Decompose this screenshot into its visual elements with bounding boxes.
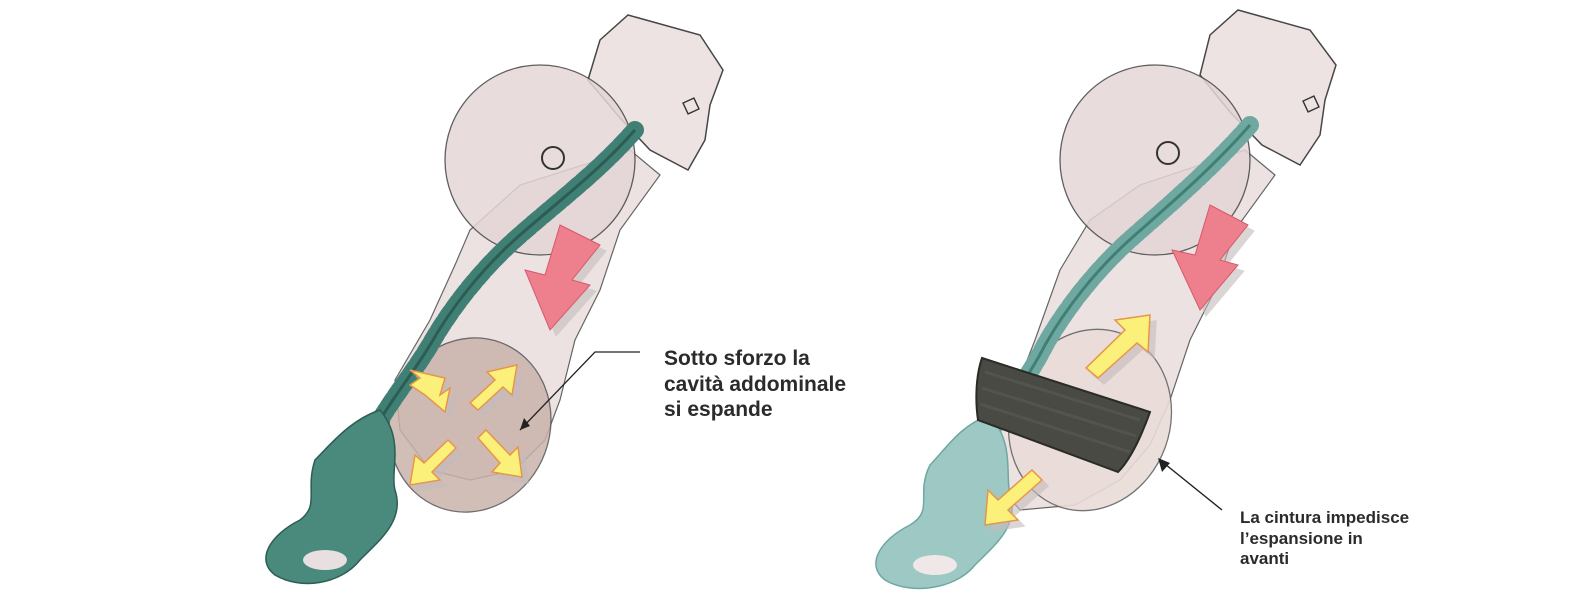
caption-left-line-3: si espande [664,397,846,423]
figure-left [266,15,723,583]
pointer-line-right [1160,460,1222,510]
caption-left-line-1: Sotto sforzo la [664,346,846,372]
caption-right: La cintura impedisce l’espansione in ava… [1240,508,1409,570]
caption-right-line-2: l’espansione in [1240,529,1409,550]
caption-right-line-3: avanti [1240,549,1409,570]
pointer-arrowhead-right [1158,458,1170,472]
caption-right-line-1: La cintura impedisce [1240,508,1409,529]
caption-left-line-2: cavità addominale [664,372,846,398]
pelvis-opening-right [913,555,957,575]
pelvis-opening-left [303,550,347,570]
caption-left: Sotto sforzo la cavità addominale si esp… [664,346,846,423]
figure-right [876,10,1336,588]
